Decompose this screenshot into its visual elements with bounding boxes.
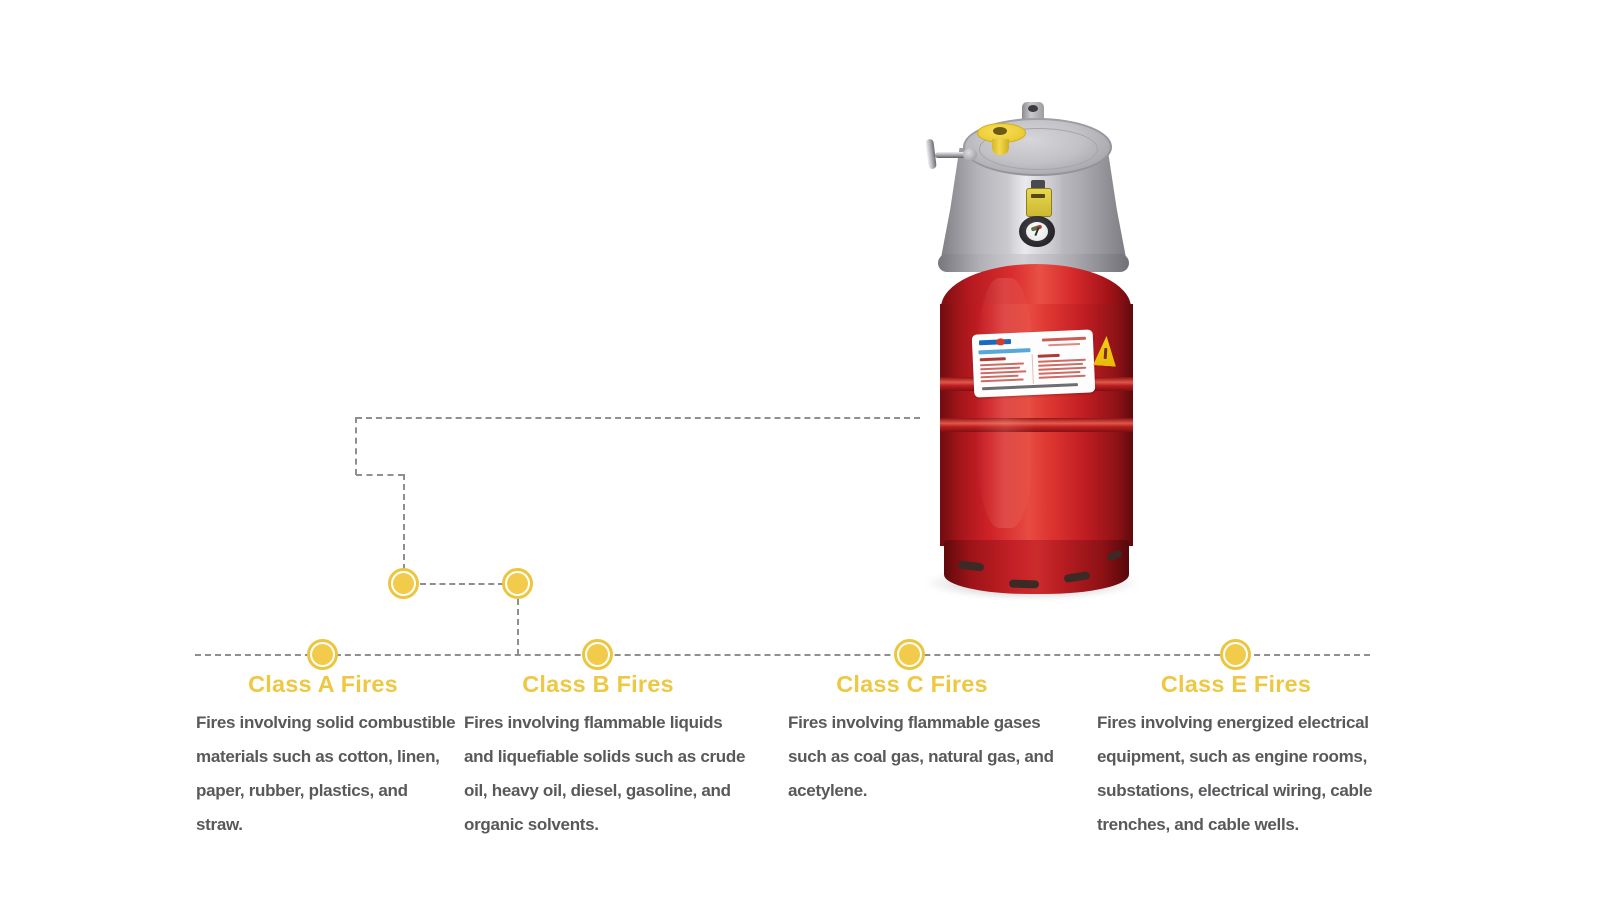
extinguisher-handle xyxy=(925,138,937,170)
extinguisher-handle-rod xyxy=(935,152,969,158)
label-text-line xyxy=(980,378,1024,383)
text-line: acetylene. xyxy=(788,781,868,800)
extinguisher-product-label xyxy=(971,329,1096,398)
extinguisher-top-knob-hole xyxy=(1028,105,1038,112)
text-line: equipment, such as engine rooms, xyxy=(1097,747,1368,766)
label-logo-mark xyxy=(995,338,1006,346)
text-line: such as coal gas, natural gas, and xyxy=(788,747,1054,766)
connector-node-class-e xyxy=(1220,639,1251,670)
label-text-line xyxy=(980,366,1021,371)
node-core xyxy=(587,644,608,665)
node-core xyxy=(1225,644,1246,665)
extinguisher-handle-mount xyxy=(963,148,977,161)
extinguisher-actuator-connector xyxy=(1031,180,1045,189)
text-line: trenches, and cable wells. xyxy=(1097,815,1299,834)
text-line: substations, electrical wiring, cable xyxy=(1097,781,1373,800)
extinguisher-body-highlight xyxy=(975,278,1035,528)
connector-line-drop-3 xyxy=(517,599,519,655)
class-e-title: Class E Fires xyxy=(1160,671,1312,697)
label-text-line xyxy=(979,357,1006,362)
base-vent-slot xyxy=(1008,579,1040,589)
label-logo xyxy=(978,338,1012,346)
class-a-title: Class A Fires xyxy=(248,671,398,697)
label-text-line xyxy=(1037,353,1060,358)
class-c-description: Fires involving flammable gases such as … xyxy=(788,706,1054,808)
node-core xyxy=(507,573,528,594)
label-footer-line xyxy=(981,383,1079,391)
label-blue-band xyxy=(978,348,1031,355)
label-text-line xyxy=(1038,374,1086,379)
node-core xyxy=(312,644,333,665)
connector-line-between-nodes xyxy=(420,583,504,585)
connector-line-drop-2 xyxy=(403,474,405,570)
label-divider xyxy=(1031,354,1034,385)
label-subtitle-line xyxy=(1048,342,1081,347)
connector-node-class-a xyxy=(307,639,338,670)
text-line: Fires involving flammable gases xyxy=(788,713,1041,732)
connector-line-drop-1 xyxy=(355,417,357,475)
text-line: straw. xyxy=(196,815,243,834)
text-line: organic solvents. xyxy=(464,815,599,834)
text-line: materials such as cotton, linen, xyxy=(196,747,440,766)
class-a-description: Fires involving solid combustible materi… xyxy=(196,706,456,842)
label-text-line xyxy=(980,370,1027,375)
fire-extinguisher-image xyxy=(905,98,1145,613)
node-core xyxy=(393,573,414,594)
text-line: paper, rubber, plastics, and xyxy=(196,781,408,800)
text-line: oil, heavy oil, diesel, gasoline, and xyxy=(464,781,731,800)
connector-node-upper-left xyxy=(388,568,419,599)
extinguisher-cap-collar xyxy=(938,254,1129,272)
extinguisher-valve-stem xyxy=(992,139,1009,155)
extinguisher-valve-hole xyxy=(993,127,1007,135)
node-core xyxy=(899,644,920,665)
class-b-description: Fires involving flammable liquids and li… xyxy=(464,706,745,842)
text-line: and liquefiable solids such as crude xyxy=(464,747,746,766)
class-c-title: Class C Fires xyxy=(836,671,988,697)
connector-line-step xyxy=(356,474,404,476)
text-line: Fires involving flammable liquids xyxy=(464,713,723,732)
extinguisher-body-rib-lower xyxy=(940,418,1133,432)
class-e-description: Fires involving energized electrical equ… xyxy=(1097,706,1372,842)
connector-node-class-b xyxy=(582,639,613,670)
class-b-title: Class B Fires xyxy=(522,671,674,697)
text-line: Fires involving energized electrical xyxy=(1097,713,1369,732)
connector-node-upper-right xyxy=(502,568,533,599)
extinguisher-actuator xyxy=(1026,188,1052,217)
connector-line-main xyxy=(195,654,1370,656)
text-line: Fires involving solid combustible xyxy=(196,713,456,732)
connector-line-top xyxy=(356,417,920,419)
label-text-line xyxy=(980,374,1019,379)
extinguisher-actuator-slot xyxy=(1031,194,1045,198)
label-title-line xyxy=(1041,336,1087,342)
extinguisher-cap-dome-ring xyxy=(979,128,1098,170)
connector-node-class-c xyxy=(894,639,925,670)
